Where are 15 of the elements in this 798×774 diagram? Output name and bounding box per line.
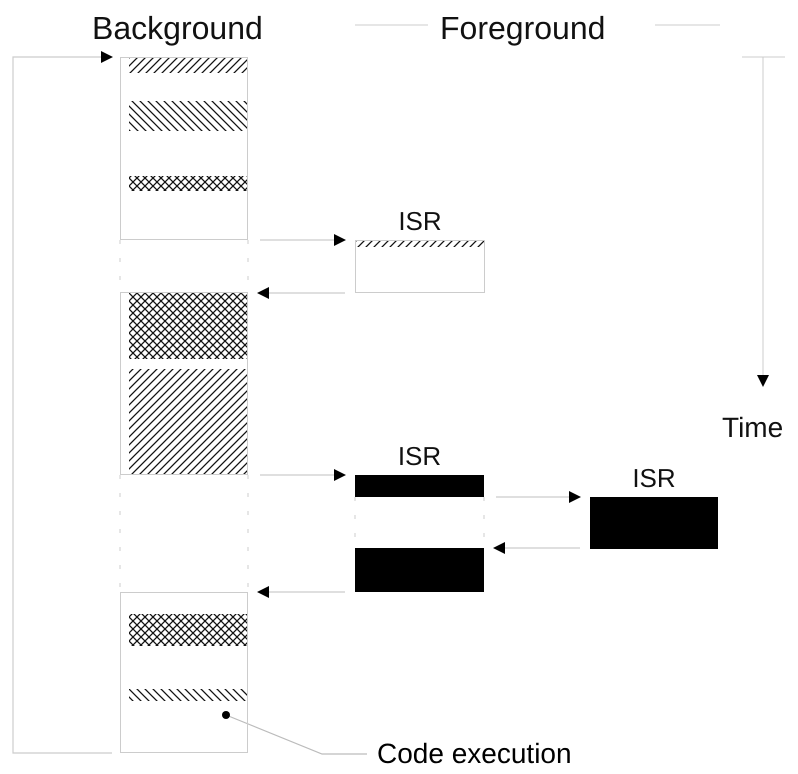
isr-label: ISR — [397, 208, 443, 234]
leader-line — [222, 711, 367, 755]
callout-text: Code execution — [377, 740, 572, 768]
arrow — [12, 51, 113, 754]
arrow — [257, 287, 345, 299]
section-heading: Background — [92, 12, 263, 44]
arrow — [493, 542, 580, 554]
arrow — [496, 491, 581, 503]
arrow — [257, 586, 345, 598]
isr-label: ISR — [396, 443, 442, 469]
arrow — [260, 469, 346, 481]
isr-label: ISR — [631, 465, 677, 491]
axis-label: Time — [722, 414, 784, 442]
arrow — [260, 234, 346, 246]
section-heading: Foreground — [440, 12, 606, 44]
